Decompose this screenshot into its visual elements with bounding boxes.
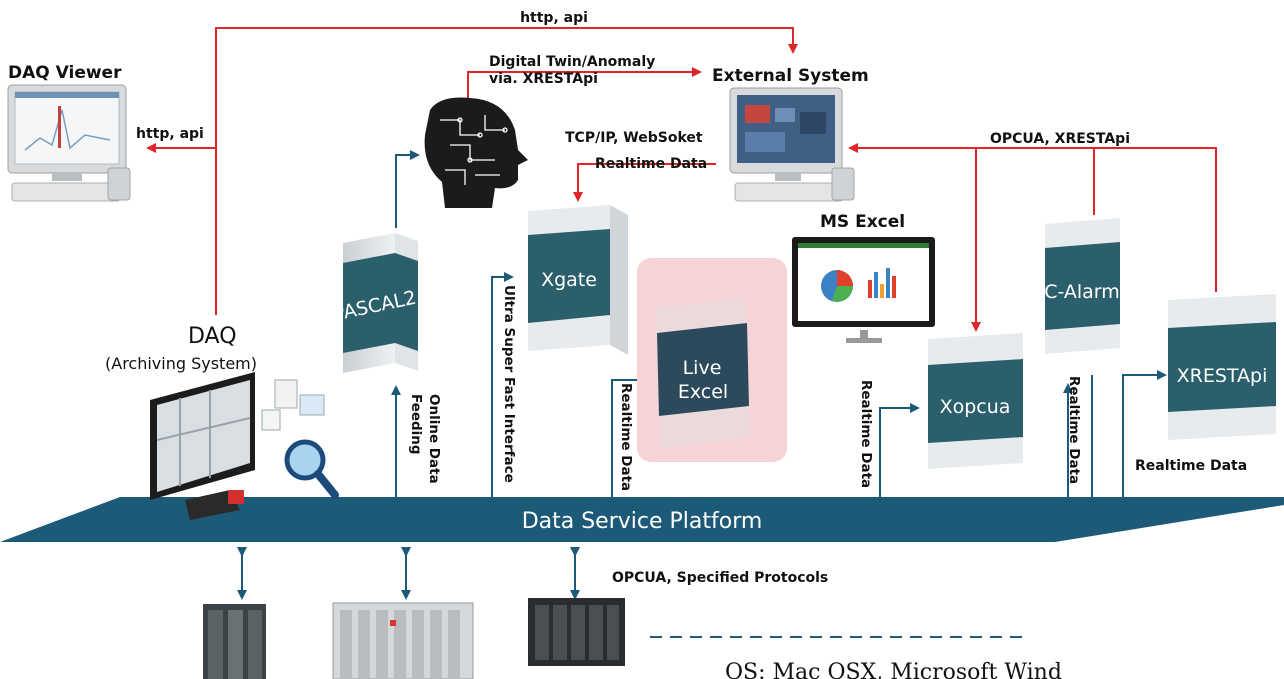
red-connections	[146, 27, 1217, 332]
xrestapi-label: XRESTApi	[1177, 365, 1268, 387]
product-box-live-excel	[655, 298, 750, 448]
realtime-data-xrestapi-label: Realtime Data	[1135, 458, 1247, 474]
product-box-xgate	[528, 205, 628, 355]
product-box-xrestapi	[1168, 294, 1276, 440]
data-service-platform-band	[0, 497, 1284, 542]
opcua-protocols-label: OPCUA, Specified Protocols	[612, 570, 828, 586]
http-api-top-label: http, api	[520, 10, 588, 26]
product-box-xopcua	[928, 333, 1023, 469]
data-service-platform-label: Data Service Platform	[522, 509, 763, 534]
plc-device-2-icon	[332, 602, 474, 679]
daq-archiving-icon	[150, 372, 339, 520]
live-excel-label-2: Excel	[678, 381, 728, 403]
archiving-system-label: (Archiving System)	[105, 354, 257, 373]
digital-twin-label-2: via. XRESTApi	[489, 71, 598, 87]
product-box-calarm	[1045, 218, 1120, 354]
daq-title: DAQ	[188, 324, 237, 349]
online-data-label-1: Online Data	[426, 394, 442, 484]
realtime-data-xopcua-label: Realtime Data	[858, 380, 874, 488]
calarm-label: C-Alarm	[1044, 281, 1120, 303]
ms-excel-monitor-icon	[792, 237, 935, 343]
digital-twin-head-icon	[424, 97, 528, 208]
ms-excel-label: MS Excel	[820, 212, 905, 232]
external-system-label: External System	[712, 66, 869, 86]
tcpip-label: TCP/IP, WebSoket	[565, 130, 703, 146]
product-box-pascal2	[343, 233, 418, 373]
external-system-computer-icon	[729, 87, 855, 202]
realtime-data-calarm-label: Realtime Data	[1066, 376, 1082, 484]
daq-viewer-label: DAQ Viewer	[8, 63, 122, 83]
realtime-data-liveexcel-label: Realtime Data	[618, 383, 634, 491]
ultra-super-fast-label: Ultra Super Fast Interface	[501, 285, 517, 483]
opcua-xrestapi-label: OPCUA, XRESTApi	[990, 131, 1130, 147]
http-api-left-label: http, api	[136, 126, 204, 142]
realtime-data-top-label: Realtime Data	[595, 156, 707, 172]
digital-twin-label-1: Digital Twin/Anomaly	[489, 54, 655, 70]
blue-connections	[237, 150, 1167, 600]
plc-device-1-icon	[203, 604, 266, 679]
daq-viewer-computer-icon	[7, 84, 131, 202]
online-data-label-2: Feeding	[408, 394, 424, 455]
xgate-label: Xgate	[541, 269, 597, 291]
live-excel-label-1: Live	[683, 357, 722, 379]
xopcua-label: Xopcua	[940, 396, 1011, 418]
os-label: OS: Mac OSX, Microsoft Wind	[725, 660, 1062, 679]
plc-device-3-icon	[528, 598, 625, 666]
